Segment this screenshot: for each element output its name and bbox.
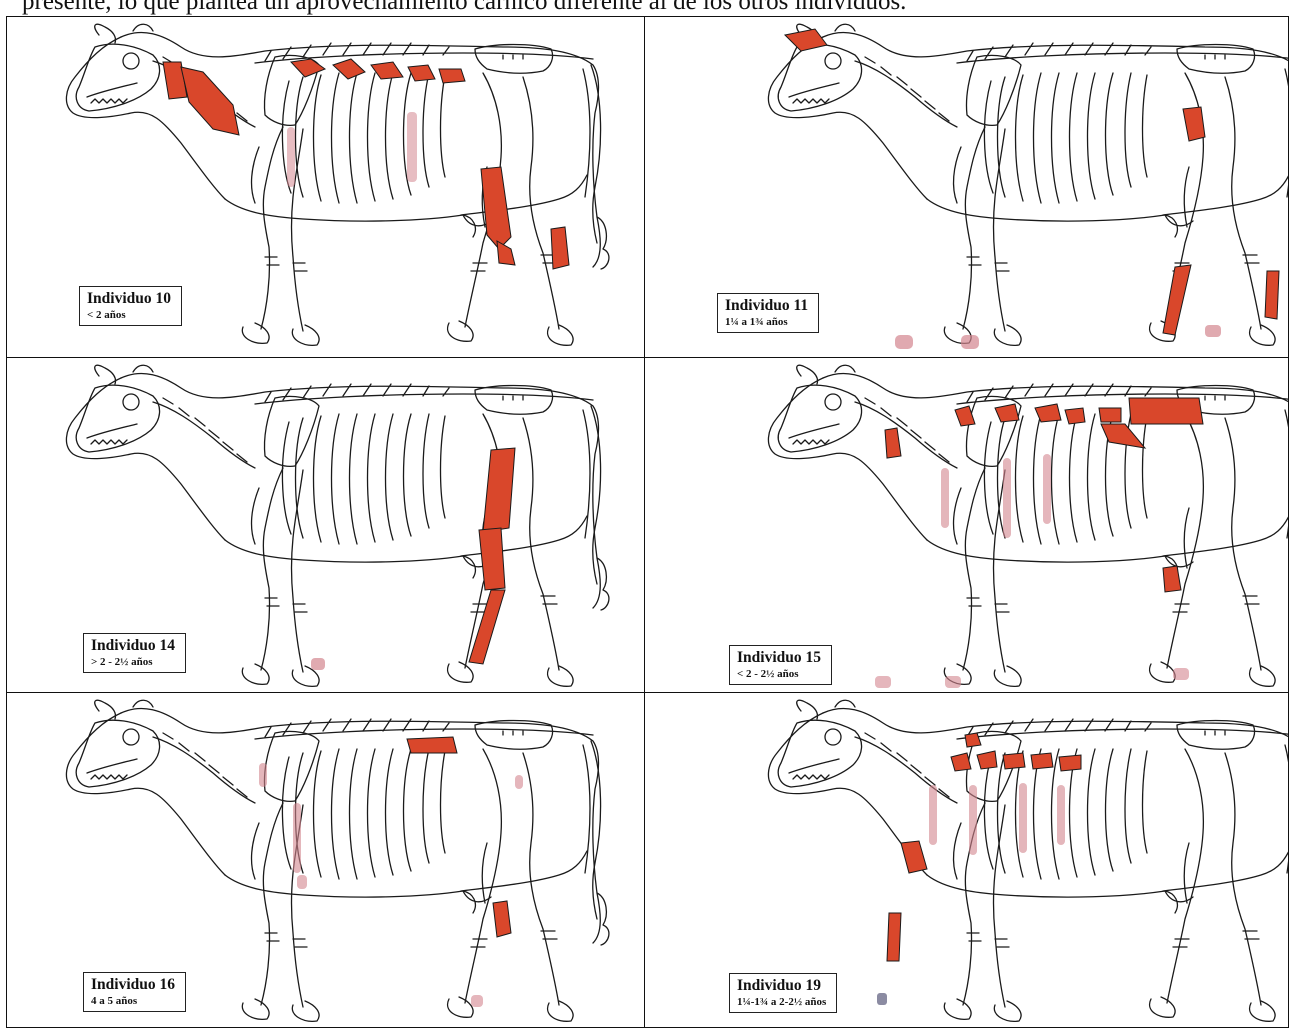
individual-age: 4 a 5 años: [91, 995, 175, 1007]
individual-label: Individuo 16 4 a 5 años: [83, 972, 186, 1012]
individual-name: Individuo 10: [87, 290, 171, 307]
skeleton-figure-grid: Individuo 10 < 2 años Individuo 11 1¼ a …: [6, 16, 1289, 1028]
individual-name: Individuo 11: [725, 297, 808, 314]
individual-age: < 2 años: [87, 309, 171, 321]
highlighted-bones: [887, 733, 1081, 961]
panel-individuo-19: Individuo 19 1¼-1¾ a 2-2½ años: [645, 693, 1288, 1027]
panel-individuo-14: Individuo 14 > 2 - 2½ años: [7, 358, 645, 693]
highlighted-bones: [469, 448, 515, 664]
individual-label: Individuo 11 1¼ a 1¾ años: [717, 293, 819, 333]
individual-label: Individuo 10 < 2 años: [79, 286, 182, 326]
individual-name: Individuo 14: [91, 637, 175, 654]
individual-name: Individuo 19: [737, 977, 826, 994]
individual-name: Individuo 16: [91, 976, 175, 993]
individual-age: < 2 - 2½ años: [737, 668, 821, 680]
panel-individuo-10: Individuo 10 < 2 años: [7, 17, 645, 358]
highlighted-bones: [163, 59, 569, 269]
individual-age: > 2 - 2½ años: [91, 656, 175, 668]
individual-age: 1¼ a 1¾ años: [725, 316, 808, 328]
individual-label: Individuo 15 < 2 - 2½ años: [729, 645, 832, 685]
highlighted-bones: [785, 29, 1279, 335]
highlighted-bones: [407, 737, 511, 937]
individual-label: Individuo 19 1¼-1¾ a 2-2½ años: [729, 973, 837, 1013]
cow-skeleton-drawing: [705, 358, 1288, 693]
panel-individuo-11: Individuo 11 1¼ a 1¾ años: [645, 17, 1288, 358]
panel-individuo-16: Individuo 16 4 a 5 años: [7, 693, 645, 1027]
individual-label: Individuo 14 > 2 - 2½ años: [83, 633, 186, 673]
individual-age: 1¼-1¾ a 2-2½ años: [737, 996, 826, 1008]
individual-name: Individuo 15: [737, 649, 821, 666]
panel-individuo-15: Individuo 15 < 2 - 2½ años: [645, 358, 1288, 693]
cutoff-paragraph-text: presente, lo que plantea un aprovechamie…: [22, 0, 1282, 17]
